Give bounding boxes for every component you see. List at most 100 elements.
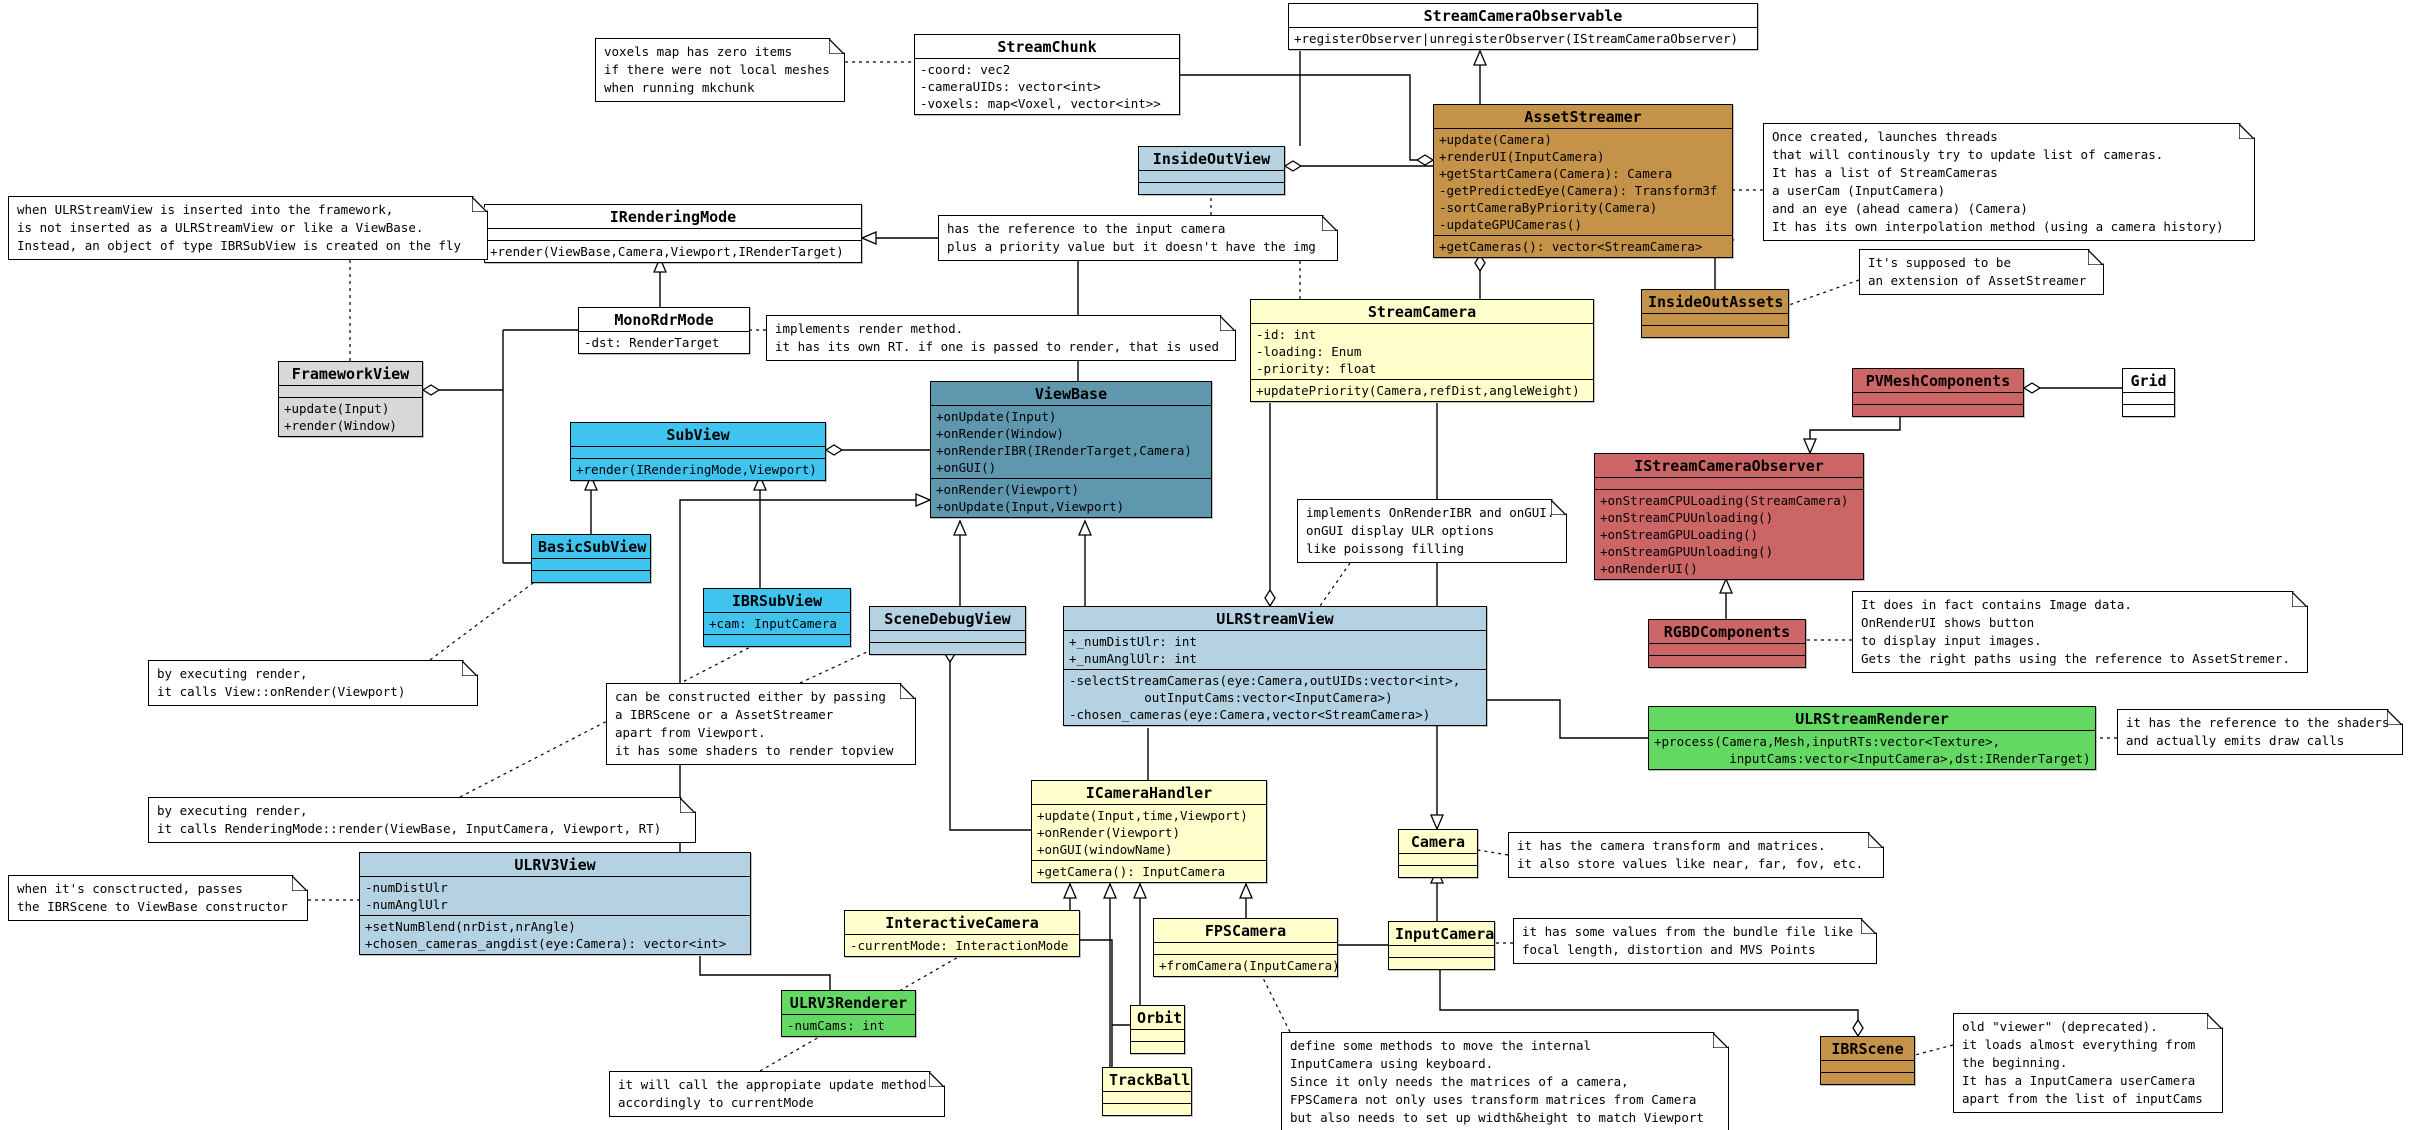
class-section	[485, 228, 861, 240]
class-member: +render(ViewBase,Camera,Viewport,IRender…	[490, 244, 844, 259]
class-section	[1642, 325, 1788, 337]
note-text: the beginning.	[1962, 1055, 2068, 1070]
class-title: ULRStreamRenderer	[1795, 710, 1949, 728]
note-fold-icon	[2088, 250, 2103, 265]
class-rgbd-components[interactable]: RGBDComponents	[1648, 619, 1806, 668]
class-grid[interactable]: Grid	[2122, 368, 2175, 417]
class-member: +onRender(Viewport)	[936, 482, 1079, 497]
class-view-base[interactable]: ViewBase+onUpdate(Input)+onRender(Window…	[930, 381, 1212, 518]
class-title: FrameworkView	[291, 365, 410, 383]
note-fold-icon	[462, 661, 477, 676]
class-stream-chunk[interactable]: StreamChunk-coord: vec2-cameraUIDs: vect…	[914, 34, 1180, 115]
note-connector	[1914, 1044, 1954, 1056]
note-text: by executing render,	[157, 803, 308, 818]
class-member: +onStreamGPUUnloading()	[1600, 544, 1774, 559]
note-text: to display input images.	[1861, 633, 2042, 648]
note-update-method[interactable]: it will call the appropiate update metho…	[609, 1071, 945, 1117]
note-text: when it's consctructed, passes	[17, 881, 243, 896]
note-image-data[interactable]: It does in fact contains Image data.OnRe…	[1852, 591, 2308, 673]
note-view-onrender[interactable]: by executing render,it calls View::onRen…	[148, 660, 478, 706]
note-text: it will call the appropiate update metho…	[618, 1077, 927, 1092]
note-text: and an eye (ahead camera) (Camera)	[1772, 201, 2028, 216]
note-implements-render[interactable]: implements render method.it has its own …	[766, 315, 1236, 361]
class-inside-out-assets[interactable]: InsideOutAssets	[1641, 289, 1789, 338]
note-text: onGUI display ULR options	[1306, 523, 1495, 538]
class-mono-rdr-mode[interactable]: MonoRdrMode-dst: RenderTarget	[578, 307, 750, 354]
note-fold-icon	[1868, 833, 1883, 848]
note-text: a userCam (InputCamera)	[1772, 183, 1946, 198]
class-section	[532, 570, 650, 582]
note-connector	[1477, 849, 1509, 856]
class-framework-view[interactable]: FrameworkView+update(Input)+render(Windo…	[278, 361, 423, 437]
note-camera-transform[interactable]: it has the camera transform and matrices…	[1508, 832, 1884, 878]
class-sub-view[interactable]: SubView+render(IRenderingMode,Viewport)	[570, 422, 826, 481]
class-member: +updatePriority(Camera,refDist,angleWeig…	[1256, 383, 1580, 398]
note-connector	[799, 645, 881, 684]
class-i-stream-camera-observer[interactable]: IStreamCameraObserver+onStreamCPULoading…	[1594, 453, 1864, 580]
note-text: it has some values from the bundle file …	[1522, 924, 1854, 939]
class-section	[1649, 643, 1805, 655]
class-title: RGBDComponents	[1663, 623, 1791, 641]
class-input-camera[interactable]: InputCamera	[1388, 921, 1495, 970]
class-member: -chosen_cameras(eye:Camera,vector<Stream…	[1069, 707, 1431, 722]
note-bundle-file[interactable]: it has some values from the bundle file …	[1513, 918, 1877, 964]
class-section	[704, 634, 850, 646]
relation-connector	[1487, 699, 1648, 739]
class-i-camera-handler[interactable]: ICameraHandler+update(Input,time,Viewpor…	[1031, 780, 1267, 883]
class-title: ULRStreamView	[1216, 610, 1334, 628]
class-interactive-camera[interactable]: InteractiveCamera-currentMode: Interacti…	[844, 910, 1080, 957]
class-ulr-stream-renderer[interactable]: ULRStreamRenderer +process(Camera,Mesh,in…	[1648, 706, 2096, 770]
relation-connector	[1803, 408, 1901, 455]
class-ulr-stream-view[interactable]: ULRStreamView+_numDistUlr: int+_numAnglU…	[1063, 606, 1487, 726]
note-framework-insert[interactable]: when ULRStreamView is inserted into the …	[8, 196, 488, 260]
class-ulrv3-view[interactable]: ULRV3View-numDistUlr-numAnglUlr+setNumBl…	[359, 852, 751, 955]
note-asset-streamer[interactable]: Once created, launches threads that will …	[1763, 123, 2255, 241]
note-keyboard[interactable]: define some methods to move the internal…	[1281, 1032, 1729, 1130]
class-member: -voxels: map<Voxel, vector<int>>	[920, 96, 1161, 111]
note-old-viewer[interactable]: old "viewer" (deprecated).it loads almos…	[1953, 1013, 2223, 1113]
note-renderingmode-render[interactable]: by executing render,it calls RenderingMo…	[148, 797, 696, 843]
class-member: +getCameras(): vector<StreamCamera>	[1439, 239, 1703, 254]
class-section: +process(Camera,Mesh,inputRTs:vector<Tex…	[1649, 730, 2095, 769]
note-text: it has the camera transform and matrices…	[1517, 838, 1826, 853]
note-text: is not inserted as a ULRStreamView or li…	[17, 220, 424, 235]
note-text: when ULRStreamView is inserted into the …	[17, 202, 394, 217]
note-text: Once created, launches threads	[1772, 129, 1998, 144]
class-ulrv3-renderer[interactable]: ULRV3Renderer-numCams: int	[781, 990, 916, 1037]
class-orbit[interactable]: Orbit	[1130, 1005, 1185, 1054]
class-member: +fromCamera(InputCamera)	[1159, 958, 1340, 973]
class-title: TrackBall	[1109, 1071, 1191, 1089]
class-pv-mesh-components[interactable]: PVMeshComponents	[1852, 368, 2024, 417]
note-fold-icon	[2387, 710, 2402, 725]
class-fps-camera[interactable]: FPSCamera +fromCamera(InputCamera)	[1153, 918, 1340, 977]
class-section: +onStreamCPULoading(StreamCamera)+onStre…	[1595, 489, 1863, 579]
class-section	[1821, 1072, 1914, 1084]
class-ibr-sub-view[interactable]: IBRSubView+cam: InputCamera	[703, 588, 851, 647]
note-text: focal length, distortion and MVS Points	[1522, 942, 1816, 957]
class-asset-streamer[interactable]: AssetStreamer+update(Camera)+renderUI(In…	[1433, 104, 1733, 258]
note-text: that will continously try to update list…	[1772, 147, 2164, 162]
class-section	[1139, 170, 1284, 182]
class-track-ball[interactable]: TrackBall	[1102, 1067, 1192, 1116]
class-scene-debug-view[interactable]: SceneDebugView	[869, 606, 1026, 655]
class-basic-sub-view[interactable]: BasicSubView	[531, 534, 651, 583]
note-text: Gets the right paths using the reference…	[1861, 651, 2290, 666]
class-title: FPSCamera	[1204, 922, 1287, 940]
note-onrenderibr[interactable]: implements OnRenderIBR and onGUI.onGUI d…	[1297, 499, 1567, 563]
class-member: +onGUI()	[936, 460, 997, 475]
class-camera[interactable]: Camera	[1398, 829, 1478, 878]
class-ibr-scene[interactable]: IBRScene	[1820, 1036, 1915, 1085]
class-stream-camera-observable[interactable]: StreamCameraObservable+registerObserver|…	[1288, 3, 1758, 50]
class-inside-out-view[interactable]: InsideOutView	[1138, 146, 1285, 195]
class-i-rendering-mode[interactable]: IRenderingMode+render(ViewBase,Camera,Vi…	[484, 204, 862, 263]
class-member: -selectStreamCameras(eye:Camera,outUIDs:…	[1069, 673, 1461, 688]
class-section	[1649, 655, 1805, 667]
class-stream-camera[interactable]: StreamCamera-id: int-loading: Enum-prior…	[1250, 299, 1594, 402]
class-section: +onUpdate(Input)+onRender(Window)+onRend…	[931, 405, 1211, 478]
